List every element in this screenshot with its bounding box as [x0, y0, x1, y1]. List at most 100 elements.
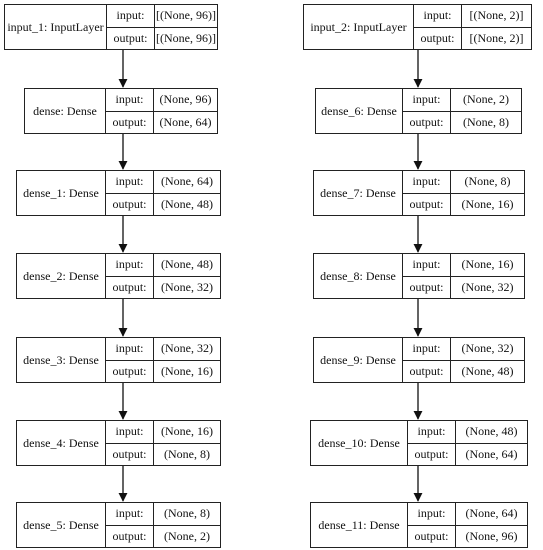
output-label: output:	[106, 360, 154, 382]
layer-ports: input: (None, 64) output: (None, 48)	[106, 171, 220, 215]
input-shape: (None, 8)	[464, 174, 511, 189]
output-shape: (None, 8)	[164, 446, 210, 461]
output-row: output:(None, 8)	[403, 110, 521, 133]
input-row: input: (None, 2)	[403, 89, 521, 111]
layer-ports: input: (None, 64) output: (None, 96)	[408, 503, 527, 547]
input-label: input:	[106, 254, 154, 276]
input-shape: (None, 48)	[161, 257, 213, 272]
output-label: output:	[414, 27, 462, 49]
input-shape: (None, 32)	[161, 341, 213, 356]
layer-name: dense_3: Dense	[17, 338, 106, 382]
output-label: output:	[106, 111, 154, 133]
output-row: output:(None, 64)	[408, 442, 527, 465]
input-shape: (None, 32)	[461, 341, 514, 356]
output-shape: (None, 32)	[161, 279, 213, 294]
layer-name: dense_2: Dense	[17, 254, 106, 298]
layer-ports: input: (None, 2) output:(None, 8)	[403, 89, 521, 133]
layer-name: input_2: InputLayer	[304, 5, 414, 49]
output-row: output: (None, 96)	[408, 524, 527, 547]
layer-name: dense_10: Dense	[311, 421, 408, 465]
input-shape: (None, 64)	[465, 506, 518, 521]
layer-name: dense_5: Dense	[17, 503, 106, 547]
input-shape: (None, 48)	[465, 424, 518, 439]
layer-ports: input:[(None, 96)]output:[(None, 96)]	[107, 5, 217, 49]
output-label: output:	[106, 193, 154, 215]
output-label: output:	[408, 525, 456, 547]
layer-ports: input: (None, 8) output:(None, 16)	[403, 171, 524, 215]
input-row: input: (None, 48)	[408, 421, 527, 443]
input-row: input:[(None, 96)]	[107, 5, 217, 27]
output-row: output:[(None, 96)]	[107, 26, 217, 49]
input-row: input:(None, 16)	[106, 421, 220, 443]
input-shape: (None, 96)	[159, 92, 212, 107]
layer-name: dense_9: Dense	[314, 338, 403, 382]
input-label: input:	[403, 338, 451, 360]
input-row: input: (None, 8)	[403, 171, 524, 193]
input-row: input: (None, 64)	[106, 171, 220, 193]
output-shape: (None, 64)	[465, 446, 518, 461]
layer-name: dense_1: Dense	[17, 171, 106, 215]
output-label: output:	[107, 27, 155, 49]
output-label: output:	[106, 276, 154, 298]
input-row: input: (None, 32)	[403, 338, 524, 360]
input-row: input: (None, 64)	[408, 503, 527, 525]
input-shape: (None, 8)	[164, 506, 210, 521]
output-label: output:	[106, 443, 154, 465]
output-shape: (None, 48)	[161, 196, 213, 211]
output-label: output:	[403, 193, 451, 215]
layer-name: dense_4: Dense	[17, 421, 106, 465]
output-shape: [(None, 2)]	[469, 30, 524, 45]
output-row: output:(None, 64)	[106, 110, 217, 133]
output-label: output:	[106, 525, 154, 547]
output-row: output: (None, 2)	[106, 524, 220, 547]
layer-ports: input:(None, 16)output: (None, 8)	[106, 421, 220, 465]
input-label: input:	[106, 89, 154, 111]
layer-name: dense_7: Dense	[314, 171, 403, 215]
input-label: input:	[107, 5, 155, 27]
layer-name: dense: Dense	[25, 89, 106, 133]
output-shape: (None, 96)	[465, 528, 518, 543]
output-row: output: (None, 32)	[403, 275, 524, 298]
output-label: output:	[403, 276, 451, 298]
input-label: input:	[106, 171, 154, 193]
input-shape: (None, 64)	[161, 174, 213, 189]
layer-name: dense_8: Dense	[314, 254, 403, 298]
output-shape: (None, 48)	[461, 363, 514, 378]
output-row: output: (None, 32)	[106, 275, 220, 298]
output-shape: (None, 2)	[164, 528, 210, 543]
input-label: input:	[414, 5, 462, 27]
input-label: input:	[408, 503, 456, 525]
input-row: input:(None, 16)	[403, 254, 524, 276]
layer-name: input_1: InputLayer	[5, 5, 107, 49]
input-shape: (None, 2)	[463, 92, 509, 107]
input-label: input:	[403, 89, 451, 111]
input-label: input:	[403, 171, 451, 193]
layer-ports: input: (None, 96) output:(None, 64)	[106, 89, 217, 133]
output-row: output: [(None, 2)]	[414, 26, 531, 49]
layer-ports: input:(None, 32)output: (None, 16)	[106, 338, 220, 382]
output-shape: (None, 16)	[161, 363, 213, 378]
output-shape: (None, 32)	[461, 279, 514, 294]
input-label: input:	[408, 421, 456, 443]
input-label: input:	[106, 503, 154, 525]
input-row: input:(None, 32)	[106, 338, 220, 360]
layer-ports: input: (None, 48) output:(None, 64)	[408, 421, 527, 465]
output-row: output: (None, 48)	[106, 192, 220, 215]
input-row: input: (None, 8)	[106, 503, 220, 525]
output-row: output: (None, 8)	[106, 442, 220, 465]
input-row: input: (None, 96)	[106, 89, 217, 111]
input-shape: [(None, 2)]	[469, 8, 524, 23]
output-row: output:(None, 16)	[403, 192, 524, 215]
